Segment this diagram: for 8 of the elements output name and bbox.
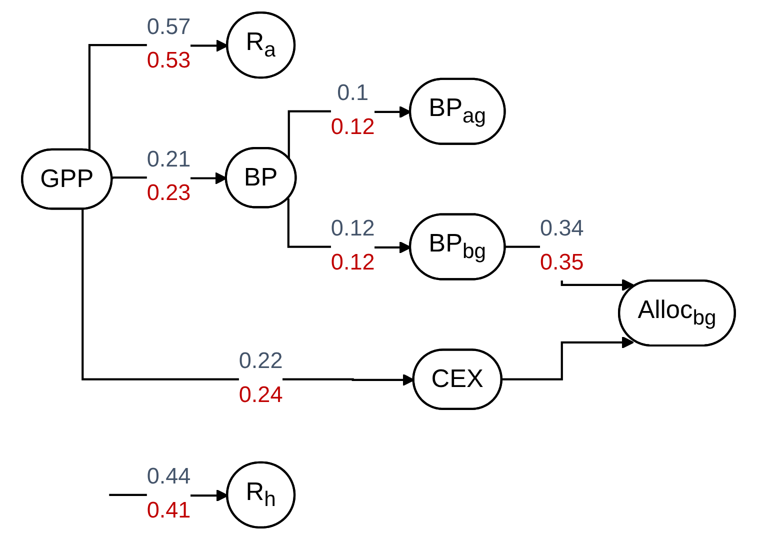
edge-label: 0.21 0.23 — [146, 148, 191, 206]
edge-label: 0.44 0.41 — [146, 465, 191, 524]
edge-label: 0.57 0.53 — [146, 16, 191, 74]
edge-label: 0.12 0.12 — [330, 217, 375, 275]
arrow — [501, 336, 634, 381]
edge-label: 0.1 0.12 — [330, 82, 375, 140]
edge-label: 0.22 0.24 — [238, 350, 283, 408]
edge-label: 0.34 0.35 — [540, 217, 584, 275]
